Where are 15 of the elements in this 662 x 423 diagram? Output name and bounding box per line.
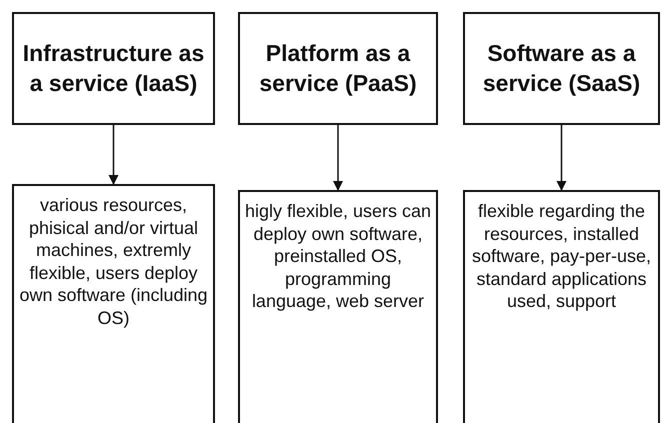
- category-title: Infrastructure as a service (IaaS): [22, 38, 206, 98]
- arrow: [108, 125, 118, 185]
- arrow: [556, 125, 566, 191]
- description-box: [12, 184, 215, 423]
- category-box: [238, 12, 438, 125]
- category-box: [12, 12, 215, 125]
- category-title: Platform as a service (PaaS): [258, 38, 418, 98]
- description-text: various resources, phisical and/or virtual machines, extremly flexible, users deploy own software (including OS): [18, 194, 209, 329]
- description-box: [463, 190, 660, 423]
- description-text: higly flexible, users can deploy own software, preinstalled OS, programming language, web server: [244, 200, 432, 312]
- category-title: Software as a service (SaaS): [482, 38, 642, 98]
- description-text: flexible regarding the resources, installed software, pay-per-use, standard applications used, support: [470, 200, 652, 312]
- description-box: [238, 190, 438, 423]
- arrow: [333, 125, 343, 191]
- category-box: [463, 12, 660, 125]
